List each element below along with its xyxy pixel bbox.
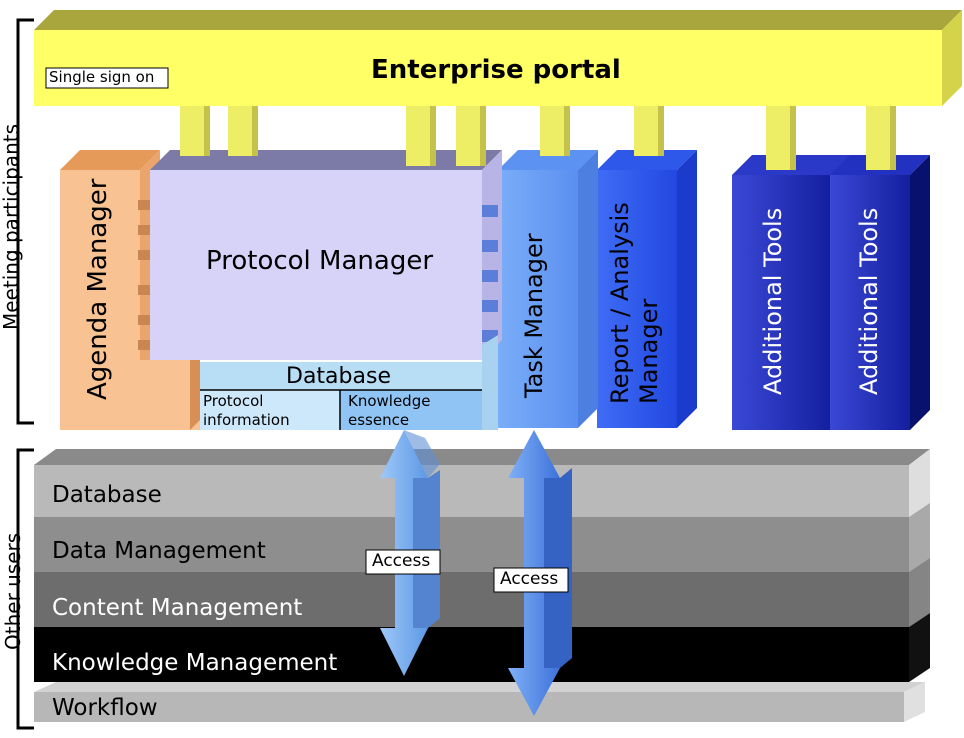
- access-label-box: [365, 549, 441, 575]
- access-label-right: Access: [500, 569, 559, 589]
- layer-database: [34, 465, 909, 517]
- other-users-label: Other users: [1, 532, 25, 650]
- bracket-other-users: [16, 448, 34, 730]
- enterprise-portal-block: [34, 10, 962, 106]
- layer-content-management-label: Content Management: [52, 595, 303, 621]
- agenda-manager-label: Agenda Manager: [83, 178, 113, 400]
- layer-workflow-side: [904, 682, 925, 722]
- task-manager-label: Task Manager: [520, 233, 548, 398]
- access-label-left: Access: [372, 551, 431, 571]
- connector: [456, 106, 486, 166]
- layer-knowledge: [34, 627, 909, 682]
- layer-data: [34, 517, 909, 572]
- additional-tools-label: Additional Tools: [759, 207, 787, 395]
- connector: [228, 106, 258, 156]
- layer-knowledge-management-label: Knowledge Management: [52, 650, 338, 676]
- protocol-database: [200, 362, 482, 390]
- knowledge-essence-cell: [340, 390, 482, 430]
- layer-data-management-label: Data Management: [52, 538, 266, 564]
- sso-box: [45, 67, 169, 89]
- layer-workflow-top: [34, 682, 925, 692]
- protocol-info-cell: [200, 390, 340, 430]
- report-analysis-label: Report / Analysis Manager: [606, 202, 663, 404]
- bracket-meeting-participants: [16, 18, 34, 425]
- layer-content: [34, 572, 909, 627]
- connector: [540, 106, 570, 156]
- single-sign-on-button[interactable]: Single sign on: [49, 68, 155, 86]
- portal-connectors: [180, 106, 896, 170]
- layer-content-side: [909, 558, 930, 627]
- layer-database-label: Database: [52, 482, 162, 508]
- meeting-participants-label: Meeting participants: [0, 123, 23, 330]
- connector: [180, 106, 210, 156]
- layer-knowledge-side: [909, 613, 930, 682]
- connector: [866, 106, 896, 170]
- access-label-box: [493, 567, 569, 593]
- protocol-database-label: Database: [286, 364, 391, 389]
- connector: [634, 106, 664, 156]
- layer-workflow: [34, 692, 904, 722]
- knowledge-essence-label: Knowledge essence: [348, 392, 431, 429]
- enterprise-portal-title: Enterprise portal: [371, 55, 621, 85]
- additional-tools-label: Additional Tools: [855, 207, 883, 395]
- protocol-information-label: Protocol information: [203, 392, 290, 429]
- task-manager-block: [498, 150, 598, 428]
- protocol-manager-label: Protocol Manager: [206, 246, 434, 276]
- report-manager-block: [597, 150, 697, 428]
- layer-workflow-label: Workflow: [52, 695, 158, 721]
- connector: [766, 106, 796, 170]
- layer-database-side: [909, 449, 930, 517]
- layer-database-top: [34, 449, 930, 465]
- layer-stack: [34, 449, 930, 722]
- connector: [406, 106, 436, 166]
- layer-data-side: [909, 503, 930, 572]
